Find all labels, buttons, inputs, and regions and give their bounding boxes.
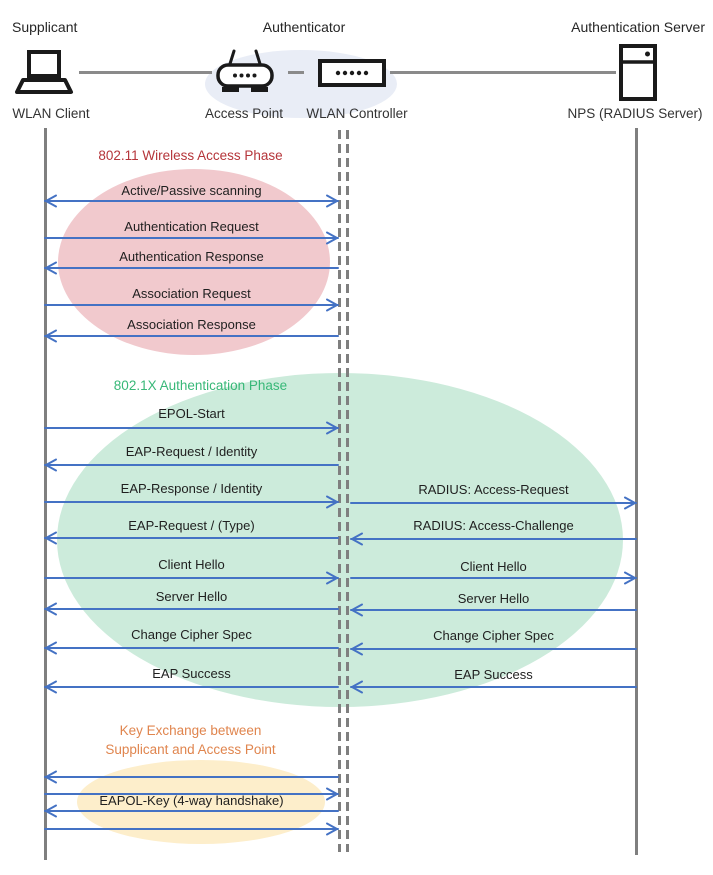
dot1x-phase-title: 802.1X Authentication Phase	[113, 378, 288, 393]
device-label-wlan-client: WLAN Client	[12, 106, 90, 121]
device-label-nps-radius-server: NPS (RADIUS Server)	[567, 106, 703, 121]
message-label: RADIUS: Access-Request	[418, 482, 569, 497]
message-arrow	[350, 603, 637, 617]
connector-line-client-ap	[79, 71, 212, 74]
lifeline-wlan-controller-right	[346, 130, 349, 852]
message-label: EAP-Response / Identity	[120, 481, 263, 496]
access-point-icon	[216, 49, 274, 92]
message-label: Server Hello	[155, 589, 228, 604]
message-arrow	[44, 680, 339, 694]
message-label: Association Response	[127, 317, 256, 332]
lifeline-wlan-client	[44, 128, 47, 860]
message-label: EAP-Request / Identity	[125, 444, 258, 459]
message-arrow	[44, 822, 339, 836]
connector-line-wlc-server	[390, 71, 616, 74]
message-label: EAP Success	[152, 666, 231, 681]
device-label-wlan-controller: WLAN Controller	[306, 106, 408, 121]
message-label: Association Request	[132, 286, 251, 301]
message-arrow	[44, 495, 339, 509]
message-label: Client Hello	[158, 557, 225, 572]
key-exchange-title-line2: Supplicant and Access Point	[105, 742, 276, 757]
message-arrow	[44, 531, 339, 545]
message-label: Authentication Request	[124, 219, 259, 234]
message-label: Change Cipher Spec	[131, 627, 252, 642]
wireless-phase-title: 802.11 Wireless Access Phase	[98, 148, 283, 163]
message-arrow	[350, 680, 637, 694]
key-exchange-title-line1: Key Exchange between	[119, 723, 262, 738]
device-label-access-point: Access Point	[204, 106, 284, 121]
message-arrow	[44, 571, 339, 585]
message-arrow	[44, 458, 339, 472]
message-label: EAPOL-Key (4-way handshake)	[99, 793, 284, 808]
message-arrow	[44, 261, 339, 275]
message-label: EAP-Request / (Type)	[128, 518, 255, 533]
message-arrow	[44, 329, 339, 343]
wlan-controller-icon	[318, 59, 386, 87]
message-label: Client Hello	[460, 559, 527, 574]
message-arrow	[350, 642, 637, 656]
message-arrow	[44, 787, 339, 801]
actor-title-authentication-server: Authentication Server	[571, 19, 705, 35]
key-exchange-phase-title: Key Exchange between Supplicant and Acce…	[58, 721, 323, 759]
message-label: Active/Passive scanning	[121, 183, 262, 198]
message-label: Authentication Response	[119, 249, 264, 264]
message-arrow	[350, 532, 637, 546]
message-arrow	[44, 602, 339, 616]
server-icon	[619, 44, 657, 101]
message-arrow	[44, 770, 339, 784]
message-arrow	[350, 496, 637, 510]
message-label: EPOL-Start	[158, 406, 225, 421]
message-arrow	[44, 804, 339, 818]
message-arrow	[350, 571, 637, 585]
message-label: Change Cipher Spec	[433, 628, 554, 643]
actor-title-supplicant: Supplicant	[12, 19, 78, 35]
connector-line-ap-wlc	[288, 71, 304, 74]
lifeline-nps-server	[635, 128, 638, 855]
message-arrow	[44, 421, 339, 435]
laptop-icon	[15, 50, 73, 94]
message-arrow	[44, 231, 339, 245]
message-label: EAP Success	[454, 667, 533, 682]
message-arrow	[44, 298, 339, 312]
message-label: Server Hello	[457, 591, 530, 606]
message-arrow	[44, 194, 339, 208]
actor-title-authenticator: Authenticator	[262, 19, 346, 35]
message-arrow	[44, 641, 339, 655]
lifeline-wlan-controller-left	[338, 130, 341, 852]
message-label: RADIUS: Access-Challenge	[413, 518, 574, 533]
